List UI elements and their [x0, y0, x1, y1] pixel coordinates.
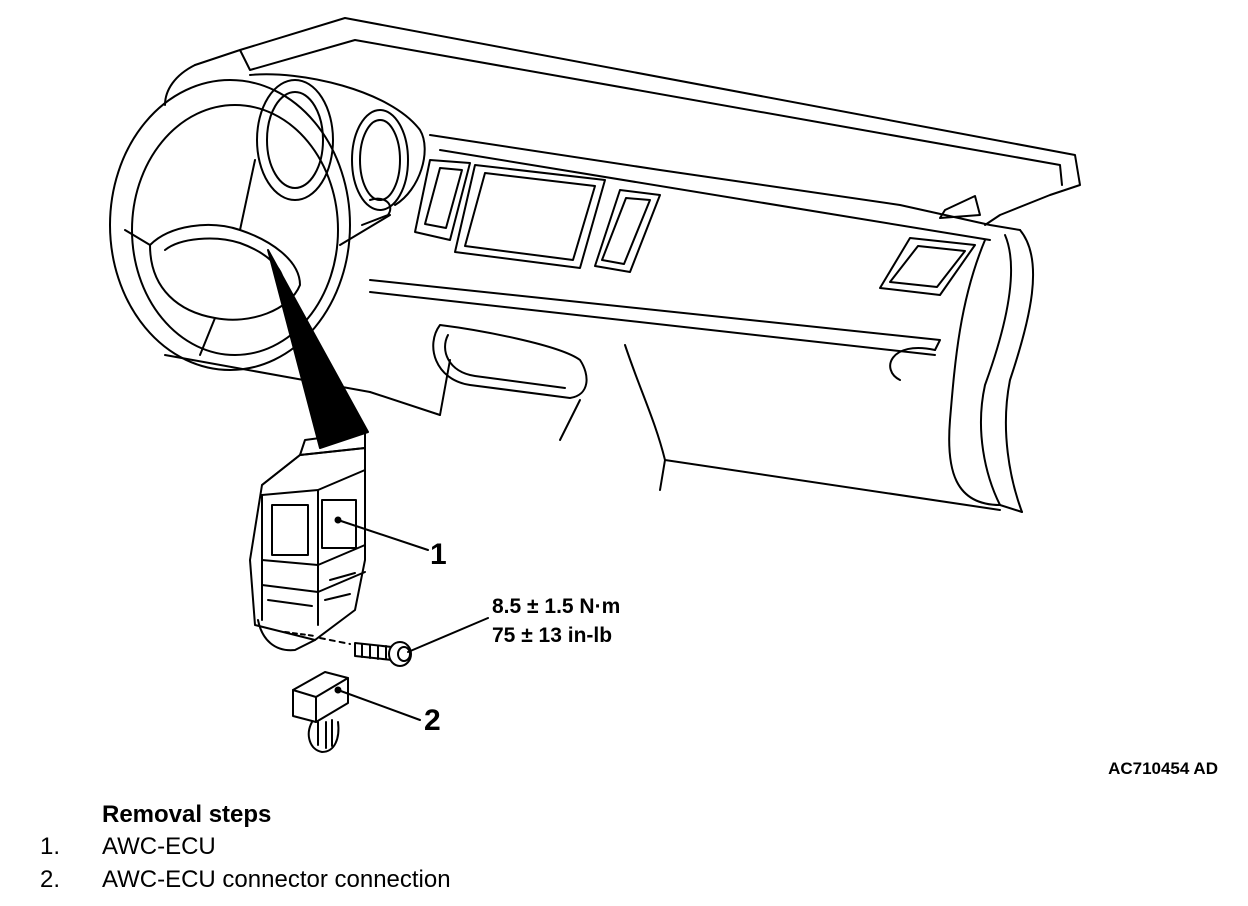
step-item: 2. AWC-ECU connector connection: [40, 863, 740, 896]
figure-code: AC710454 AD: [1108, 759, 1218, 778]
step-item: 1. AWC-ECU: [40, 830, 740, 863]
dashboard-outline: [164, 17, 1081, 513]
instrument-cluster: [249, 73, 426, 211]
torque-spec: 8.5 ± 1.5 N·m 75 ± 13 in-lb: [492, 592, 620, 650]
torque-imperial: 75 ± 13 in-lb: [492, 624, 613, 647]
bolt: [319, 637, 412, 667]
awc-ecu: [249, 431, 366, 652]
step-number: 2.: [40, 866, 61, 893]
location-pointer: [267, 249, 369, 449]
callout-1: 1: [430, 538, 447, 571]
awc-ecu-connector: [292, 671, 349, 753]
removal-steps-title: Removal steps: [102, 801, 272, 828]
dashboard-illustration: [109, 17, 1081, 753]
glove-box: [432, 324, 588, 441]
callout-2: 2: [424, 704, 441, 737]
step-number: 1.: [40, 833, 61, 860]
removal-steps: Removal steps 1. AWC-ECU 2. AWC-ECU conn…: [40, 800, 740, 896]
step-label: AWC-ECU: [102, 833, 216, 860]
leader-lines: [337, 519, 489, 721]
step-label: AWC-ECU connector connection: [102, 866, 451, 893]
torque-metric: 8.5 ± 1.5 N·m: [492, 595, 621, 618]
center-vents: [414, 159, 981, 296]
steering-wheel: [109, 79, 392, 371]
